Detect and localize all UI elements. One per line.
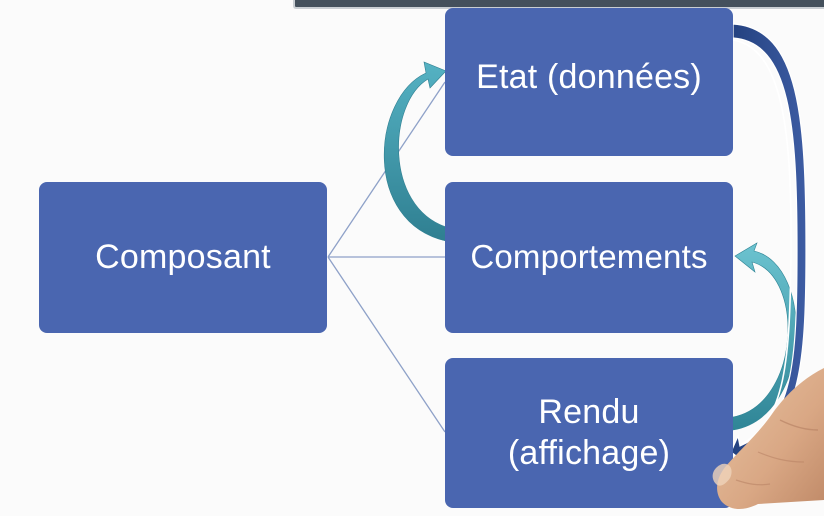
rendu-label-line1: Rendu	[538, 392, 640, 431]
rendu-box: Rendu (affichage)	[445, 358, 733, 508]
etat-box: Etat (données)	[445, 8, 733, 156]
rendu-label: Rendu (affichage)	[508, 392, 670, 475]
etat-label: Etat (données)	[476, 58, 702, 97]
comportements-box: Comportements	[445, 182, 733, 333]
arrow-comportements-to-etat	[383, 61, 447, 242]
composant-box: Composant	[39, 182, 327, 333]
presenter-hand-image	[712, 368, 824, 509]
connector-composant-rendu	[327, 256, 446, 433]
arrow-etat-to-rendu-outer	[732, 39, 792, 445]
rendu-label-line2: (affichage)	[507, 434, 671, 472]
arrow-rendu-to-comportements	[732, 242, 797, 431]
comportements-label: Comportements	[470, 238, 708, 276]
composant-label: Composant	[95, 237, 271, 276]
